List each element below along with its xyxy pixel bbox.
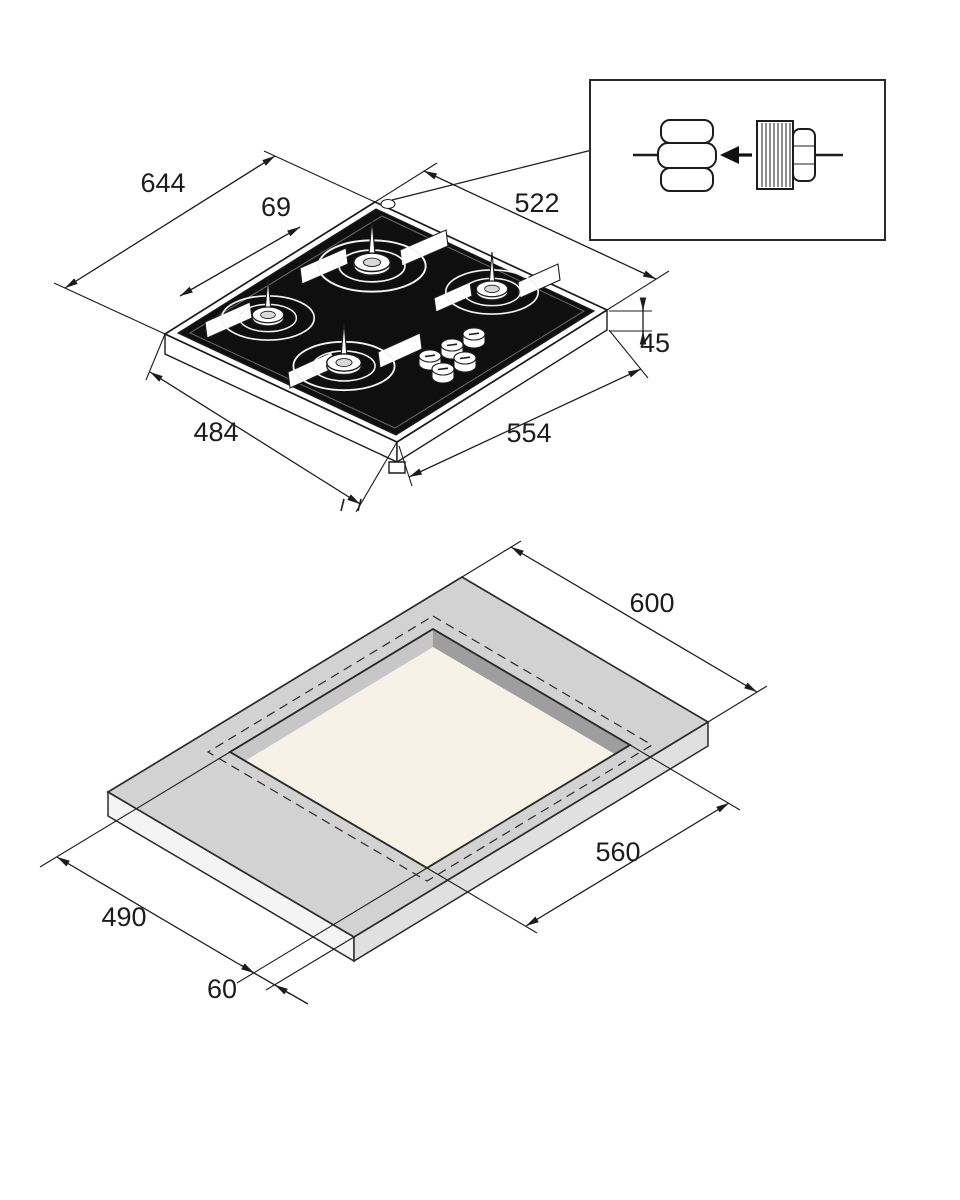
dim-gas-inlet-offset-label: 69 bbox=[261, 192, 291, 222]
threaded-adapter-icon bbox=[756, 120, 816, 190]
pan-support bbox=[433, 281, 473, 313]
cutout-wall-right bbox=[433, 629, 630, 763]
dimension-body-width: 484 bbox=[145, 333, 398, 513]
control-knob bbox=[453, 351, 477, 373]
left-arrow-icon bbox=[720, 146, 752, 164]
worktop bbox=[106, 576, 710, 963]
dimension-total-depth: 522 bbox=[374, 162, 670, 311]
control-knob bbox=[462, 327, 486, 349]
hose-union-fitting-icon bbox=[657, 119, 717, 192]
hob-foot bbox=[388, 461, 406, 474]
dim-total-depth-label: 522 bbox=[514, 188, 559, 218]
worktop-cutout-isometric-view: 600 560 490 60 bbox=[39, 540, 768, 1005]
dim-worktop-depth-label: 600 bbox=[629, 588, 674, 618]
hob-footprint-dashed-outline bbox=[206, 615, 654, 882]
dimension-cutout-depth: 490 bbox=[39, 751, 428, 984]
pan-support bbox=[377, 332, 423, 369]
dimension-built-in-height: 45 bbox=[609, 297, 670, 358]
dim-body-width-label: 484 bbox=[193, 417, 238, 447]
dimension-body-depth: 554 bbox=[398, 329, 649, 487]
dim-total-width-label: 644 bbox=[140, 168, 185, 198]
tick-marks bbox=[340, 498, 362, 512]
dim-cutout-depth-label: 490 bbox=[101, 902, 146, 932]
hob-isometric-view: 644 69 522 45 484 bbox=[53, 149, 670, 513]
dim-cutout-width-label: 560 bbox=[595, 837, 640, 867]
gas-connection-detail-inset bbox=[589, 79, 886, 241]
cutout-wall-left bbox=[230, 629, 433, 770]
dimension-front-edge-distance: 60 bbox=[207, 936, 355, 1005]
dim-front-edge-distance-label: 60 bbox=[207, 974, 237, 1004]
dimension-total-width: 644 bbox=[53, 150, 376, 335]
dim-built-in-height-label: 45 bbox=[640, 328, 670, 358]
dimension-cutout-width: 560 bbox=[426, 744, 741, 934]
pan-support bbox=[299, 247, 349, 285]
thread-lines bbox=[761, 123, 791, 187]
dim-body-depth-label: 554 bbox=[506, 418, 551, 448]
gas-inlet bbox=[380, 198, 396, 210]
detail-leader-line bbox=[391, 149, 593, 201]
dimension-worktop-depth: 600 bbox=[461, 540, 768, 723]
dimension-gas-inlet-offset: 69 bbox=[179, 192, 301, 297]
control-knob bbox=[431, 362, 455, 384]
